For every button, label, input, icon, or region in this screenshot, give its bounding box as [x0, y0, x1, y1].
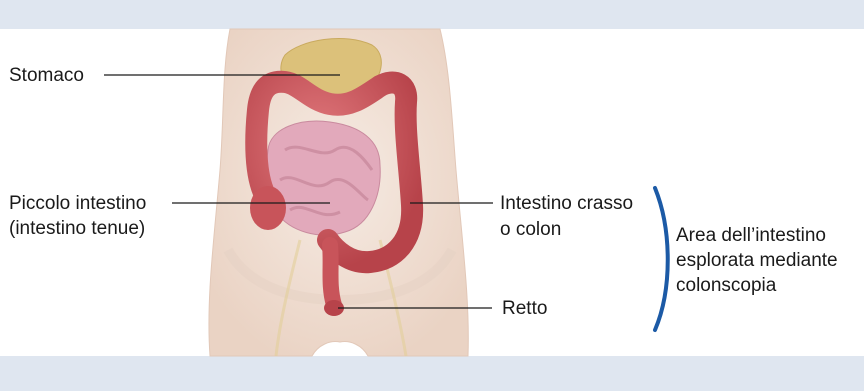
label-small-intestine-line2: (intestino tenue) — [9, 217, 145, 240]
label-rectum: Retto — [502, 297, 547, 320]
label-stomach: Stomaco — [9, 64, 84, 87]
label-small-intestine-line1: Piccolo intestino — [9, 192, 146, 215]
colonoscopy-area-bracket — [655, 188, 668, 330]
cecum — [250, 186, 286, 230]
rectum — [330, 245, 334, 305]
label-large-intestine-line2: o colon — [500, 218, 561, 241]
label-area-line3: colonscopia — [676, 274, 776, 297]
label-large-intestine-line1: Intestino crasso — [500, 192, 633, 215]
label-area-line1: Area dell’intestino — [676, 224, 826, 247]
label-area-line2: esplorata mediante — [676, 249, 838, 272]
